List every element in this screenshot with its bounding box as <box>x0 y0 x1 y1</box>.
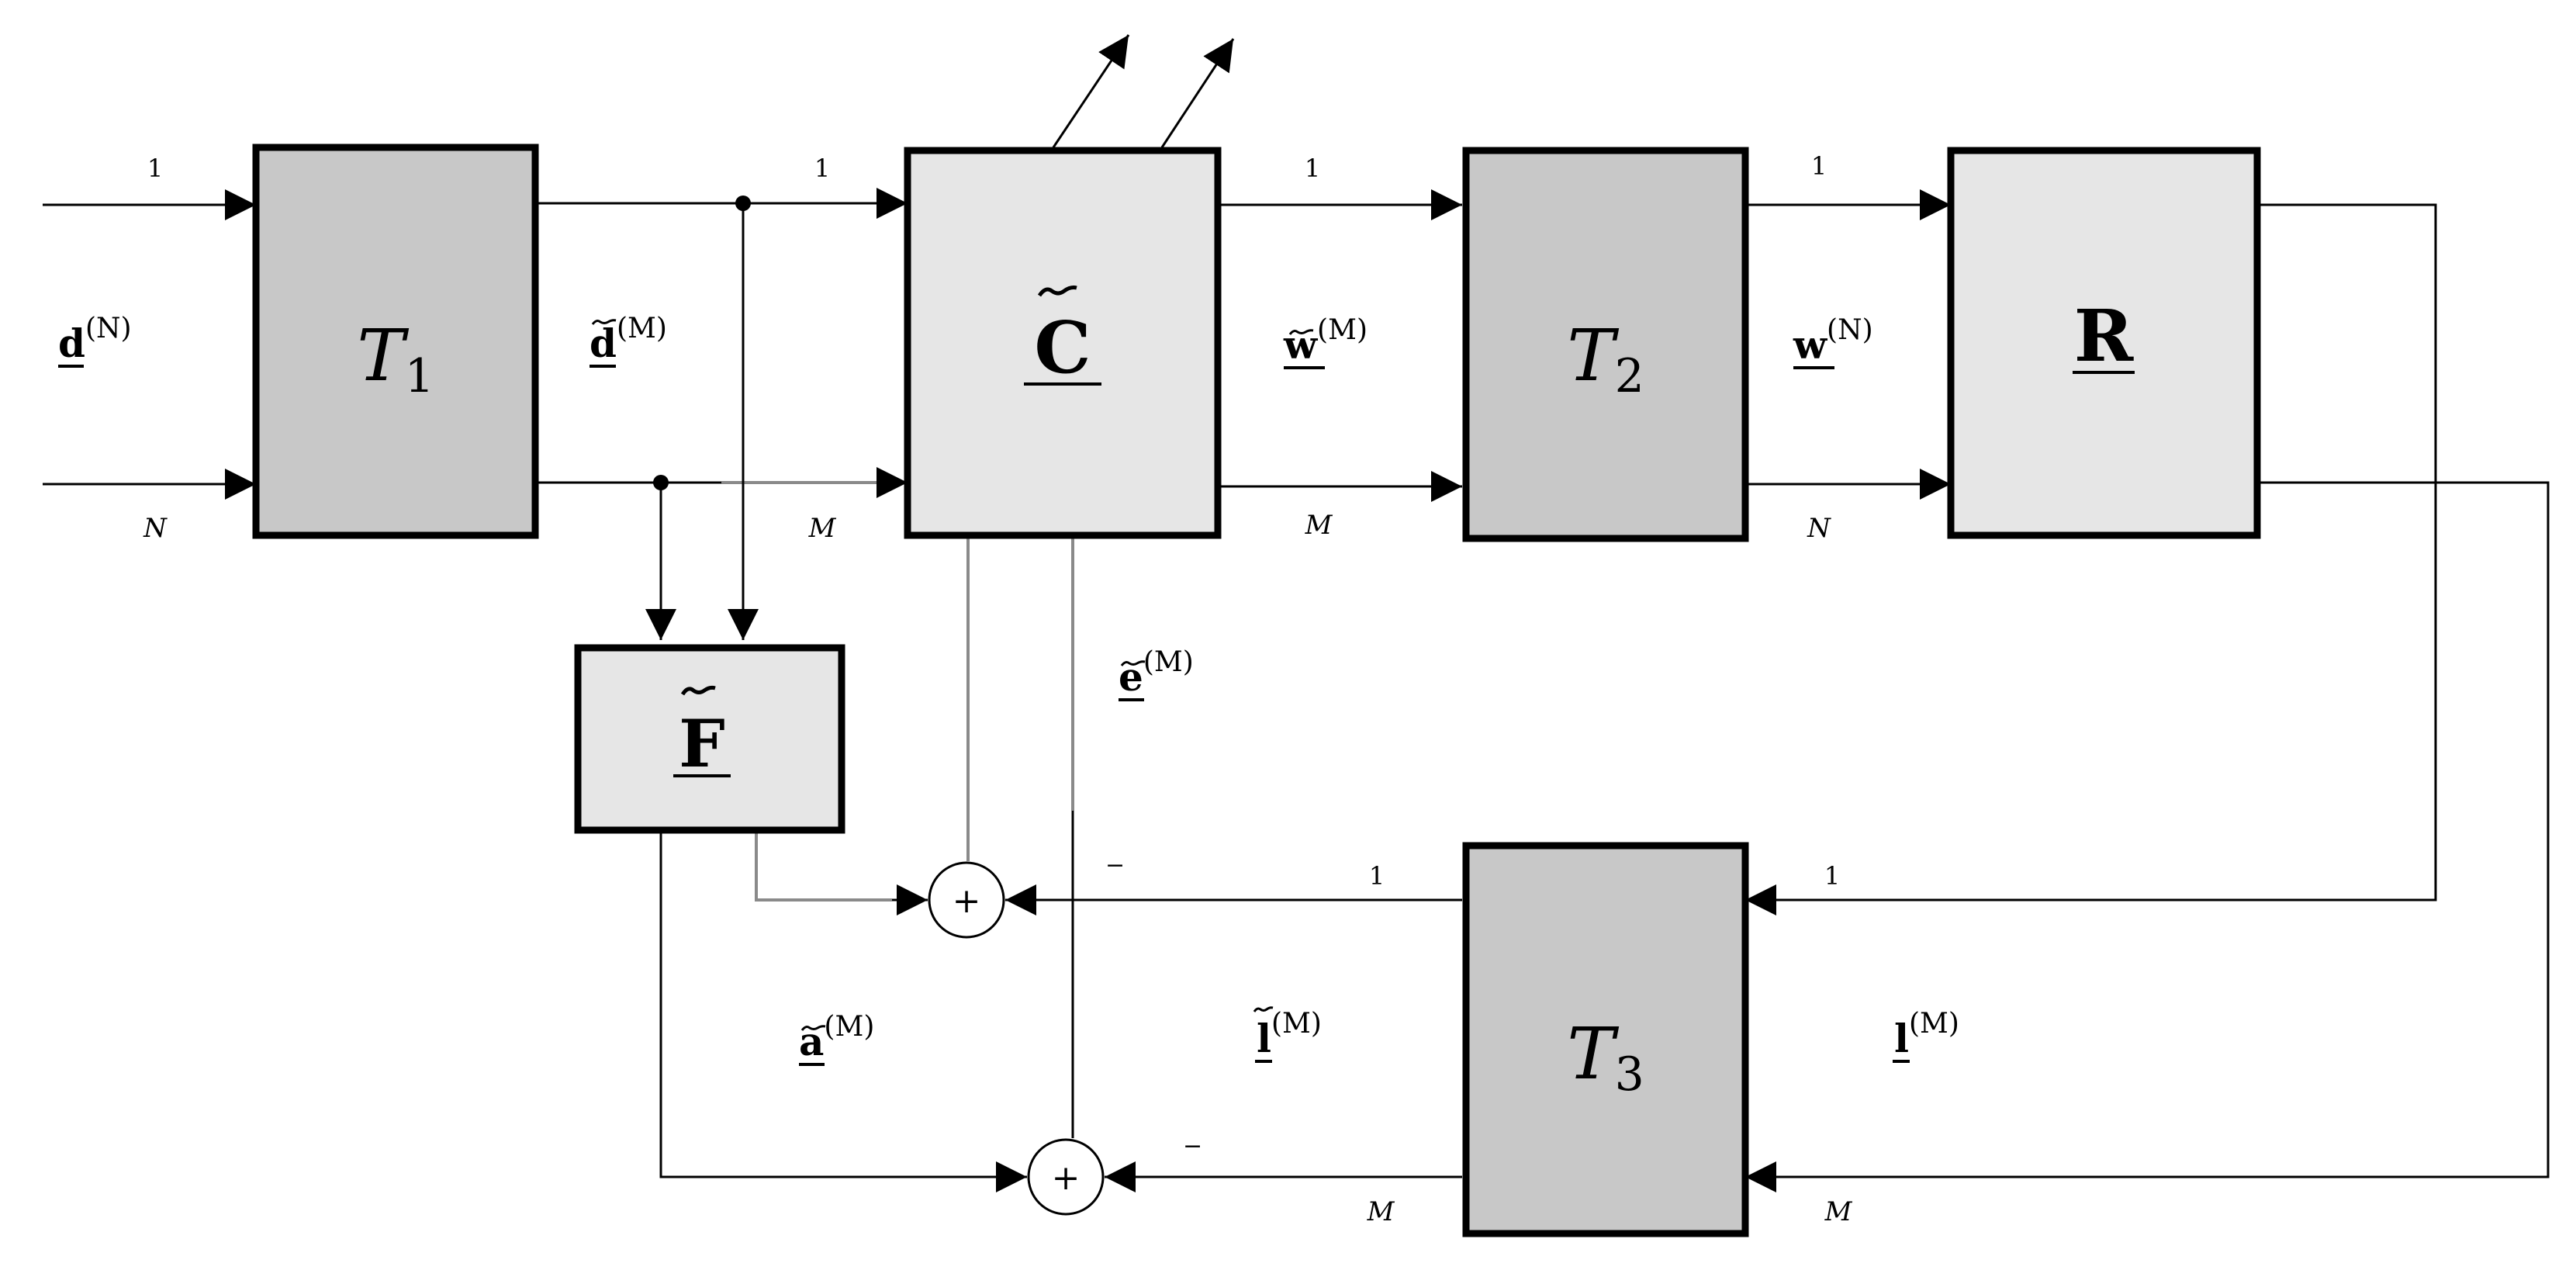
c-symbol: C <box>1034 306 1091 389</box>
svg-text:T2: T2 <box>1567 314 1644 403</box>
idx-1-wtilde: 1 <box>1305 154 1320 183</box>
svg-text:d(M): d(M) <box>590 313 667 366</box>
junction-bottom <box>653 475 669 490</box>
t2-subscript: 2 <box>1615 349 1644 403</box>
junction-top <box>735 196 751 211</box>
wires <box>43 34 2550 1192</box>
idx-M-dtilde: M <box>808 513 837 544</box>
wire-feedback-top <box>1745 203 2437 915</box>
t3-symbol: T <box>1567 1012 1619 1095</box>
idx-1-w: 1 <box>1811 151 1827 181</box>
block-t1: T1 <box>252 144 539 539</box>
idx-M-wtilde: M <box>1305 510 1333 541</box>
sum-junction-top: + <box>928 861 1005 939</box>
t1-subscript: 1 <box>405 349 434 403</box>
f-tilde <box>680 685 716 696</box>
wire-feedback-bottom <box>1745 481 2550 1192</box>
signal-d-tilde: d(M) <box>590 313 667 368</box>
idx-M-l: M <box>1824 1196 1853 1227</box>
svg-text:l(M): l(M) <box>1257 1008 1322 1061</box>
wire-atilde-top-gray <box>755 830 892 902</box>
idx-1-ltilde: 1 <box>1369 861 1385 891</box>
idx-1-l: 1 <box>1824 861 1840 891</box>
block-t3: T3 <box>1462 842 1749 1237</box>
idx-1-d: 1 <box>147 154 163 183</box>
minus-top: − <box>1105 852 1125 879</box>
minus-bottom: − <box>1183 1133 1202 1160</box>
c-tilde <box>1037 286 1077 297</box>
f-symbol: F <box>679 705 725 782</box>
signal-e-tilde: e(M) <box>1119 646 1194 701</box>
svg-text:e(M): e(M) <box>1119 646 1194 700</box>
svg-text:T3: T3 <box>1567 1012 1644 1102</box>
block-c: C <box>904 147 1222 539</box>
signal-d: d(N) <box>58 313 132 368</box>
t1-symbol: T <box>357 314 409 397</box>
t2-symbol: T <box>1567 314 1619 397</box>
wire-c-out-2 <box>1160 38 1235 148</box>
svg-text:w(M): w(M) <box>1283 314 1368 368</box>
idx-1-dtilde: 1 <box>814 154 830 183</box>
sum-top-plus: + <box>953 881 981 921</box>
idx-N-d: N <box>143 513 168 544</box>
block-t2: T2 <box>1462 147 1749 542</box>
wire-c-out-1 <box>1052 34 1130 148</box>
t3-subscript: 3 <box>1615 1047 1644 1102</box>
svg-text:a(M): a(M) <box>799 1011 874 1064</box>
signal-l: l(M) <box>1893 1008 1959 1063</box>
index-labels: 1 N 1 M 1 M 1 N 1 M 1 M <box>143 151 1852 1227</box>
svg-text:T1: T1 <box>357 314 434 403</box>
r-symbol: R <box>2074 294 2134 378</box>
block-f: F <box>574 644 845 834</box>
wire-atilde-bottom <box>659 830 1027 1192</box>
signal-w: w(N) <box>1793 314 1873 369</box>
signal-w-tilde: w(M) <box>1283 314 1368 369</box>
svg-text:d(N): d(N) <box>58 313 132 366</box>
idx-M-ltilde: M <box>1367 1196 1395 1227</box>
svg-text:l(M): l(M) <box>1894 1008 1959 1061</box>
signal-a-tilde: a(M) <box>799 1011 874 1066</box>
sum-junction-bottom: + <box>1027 1138 1105 1216</box>
svg-text:w(N): w(N) <box>1793 314 1873 368</box>
sum-bottom-plus: + <box>1052 1158 1081 1198</box>
block-r: R <box>1947 147 2261 539</box>
idx-N-w: N <box>1807 513 1831 544</box>
signal-l-tilde: l(M) <box>1253 1006 1322 1063</box>
